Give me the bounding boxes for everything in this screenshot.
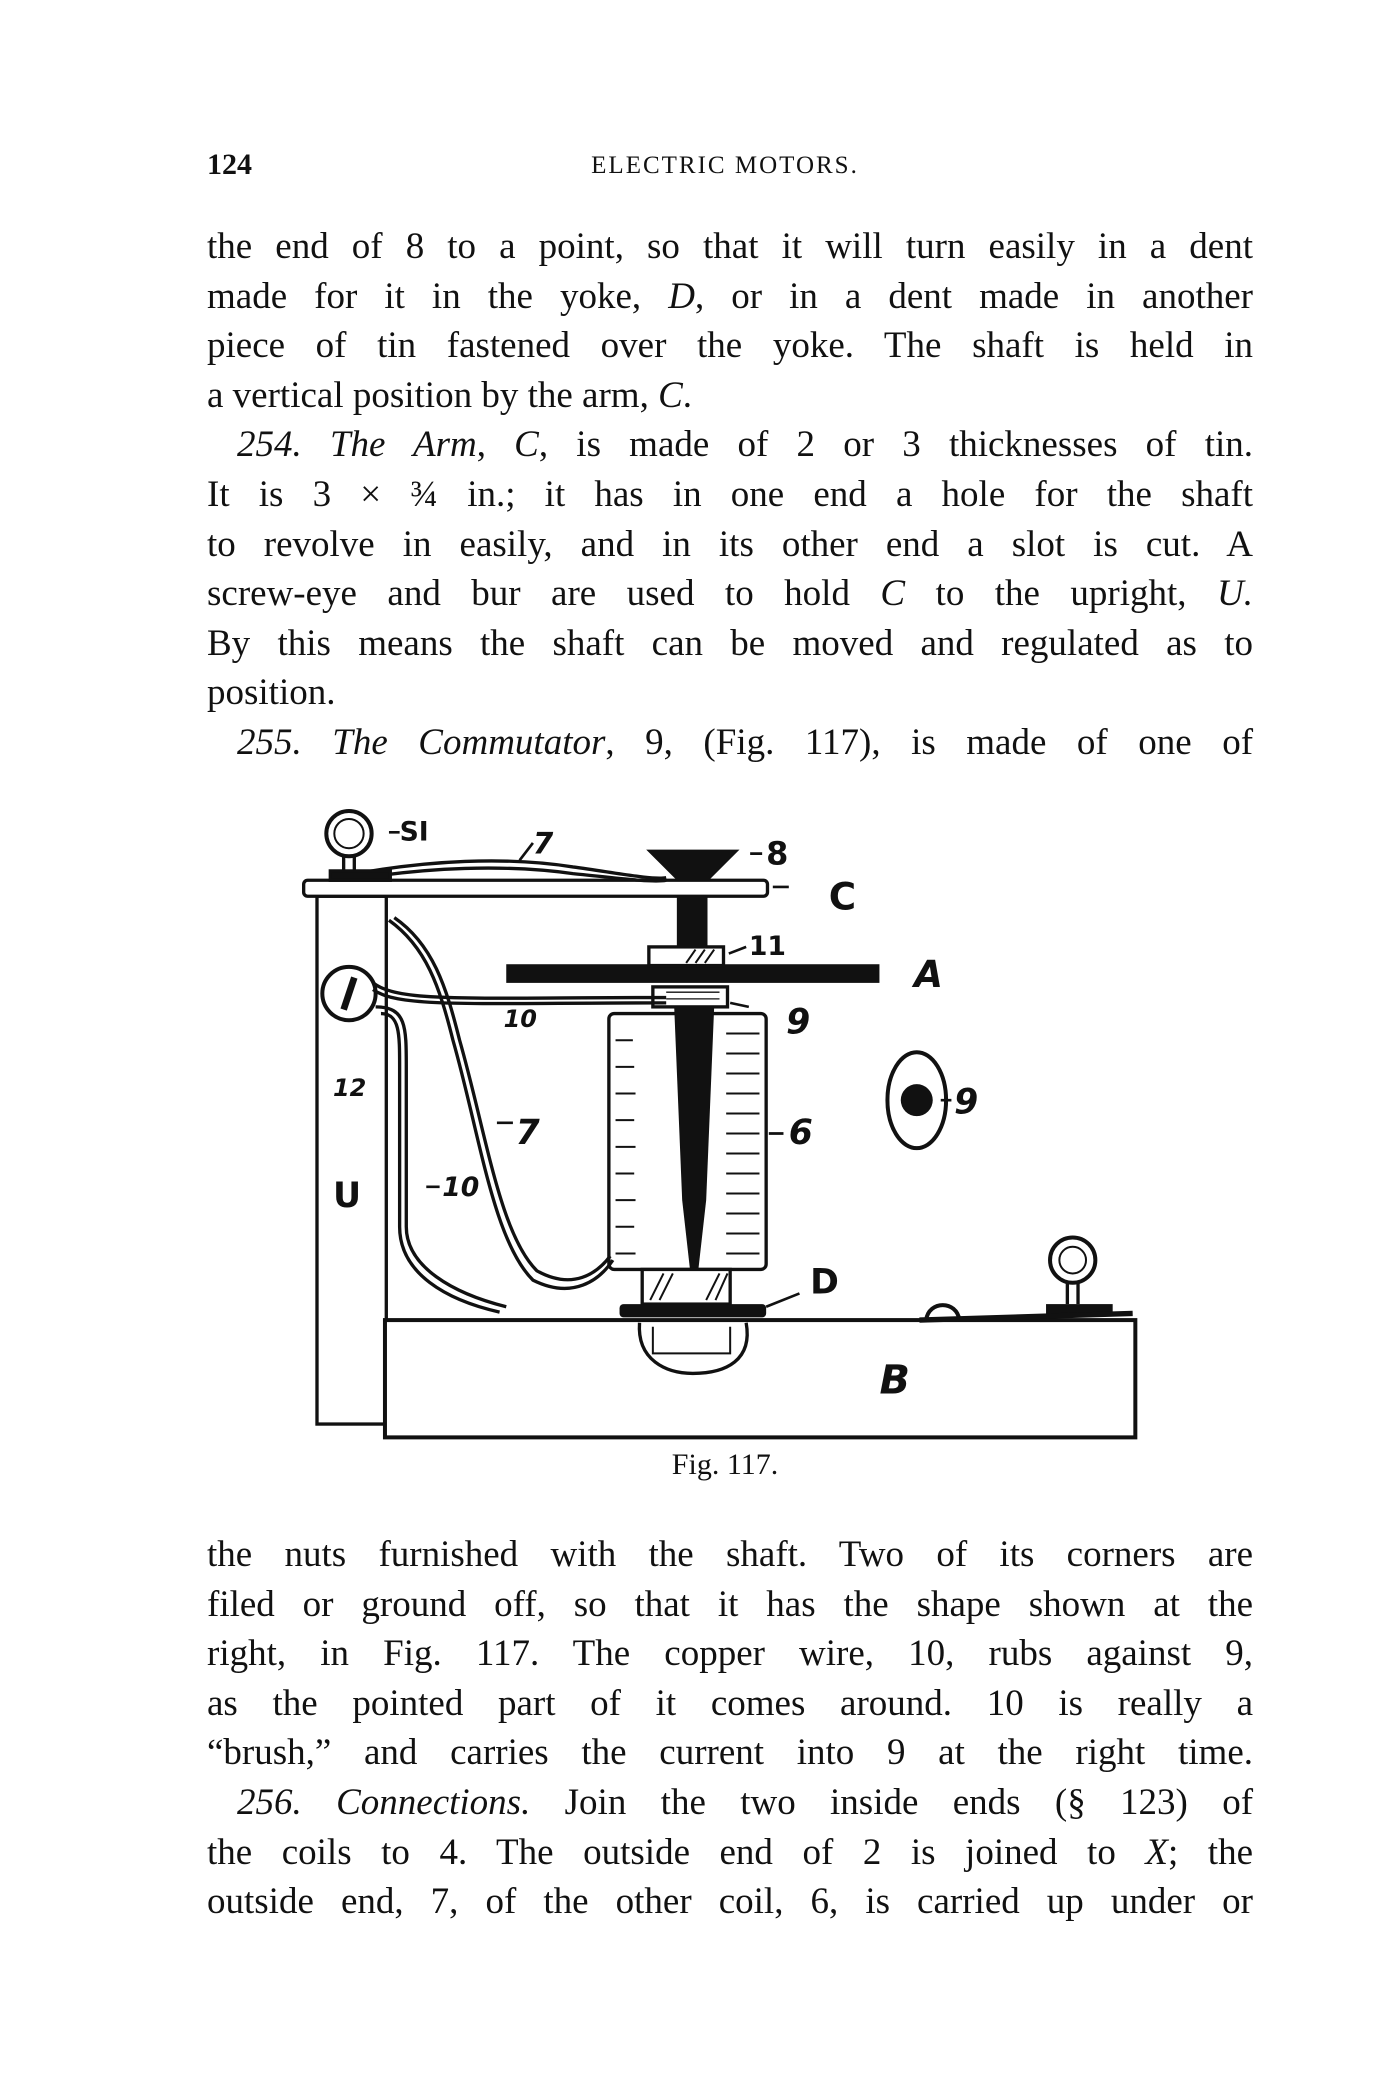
text-segment: to the upright, — [905, 573, 1218, 615]
label-d: D — [810, 1262, 839, 1302]
text-segment: a vertical position by the arm, — [207, 374, 659, 416]
text-line: screw-eye and bur are used to hold C to … — [207, 569, 1253, 619]
label-9-side: 9 — [954, 1083, 978, 1123]
text-segment: “brush,” and carries the current into 9 … — [207, 1732, 1253, 1774]
text-line: a vertical position by the arm, C. — [207, 371, 1253, 421]
label-10: 10 — [442, 1172, 479, 1203]
base — [382, 1318, 1138, 1440]
text-line: 256. Connections. Join the two inside en… — [207, 1778, 1253, 1828]
italic-text: C — [658, 374, 683, 416]
label-a: A — [911, 952, 943, 996]
text-line: By this means the shaft can be moved and… — [207, 619, 1253, 669]
text-line: the coils to 4. The outside end of 2 is … — [207, 1828, 1253, 1878]
text-segment: screw-eye and bur are used to hold — [207, 573, 881, 615]
text-segment: . — [682, 374, 693, 416]
text-segment: , or in a dent made in another — [694, 275, 1254, 317]
italic-text: C — [514, 424, 539, 466]
shaft — [674, 1006, 715, 1307]
label-c: C — [829, 875, 856, 919]
text-segment: the nuts furnished with the shaft. Two o… — [207, 1534, 1253, 1575]
text-line: It is 3 × ¾ in.; it has in one end a hol… — [207, 470, 1253, 520]
text-line: 255. The Commutator, 9, (Fig. 117), is m… — [207, 718, 1253, 768]
text-segment: By this means the shaft can be moved and… — [207, 622, 1253, 664]
italic-text: The Arm — [329, 424, 477, 466]
text-segment — [302, 1782, 336, 1823]
text-segment: , 9, (Fig. 117), is made of one of — [605, 721, 1254, 763]
italic-text: C — [880, 573, 906, 615]
label-u: U — [333, 1176, 361, 1216]
arm — [301, 878, 770, 898]
text-segment: the end of 8 to a point, so that it will… — [207, 226, 1253, 267]
text-segment: piece of tin fastened over the yoke. The… — [207, 325, 1253, 367]
text-segment: made for it in the yoke, — [207, 275, 669, 317]
figure-caption: Fig. 117. — [671, 1448, 779, 1481]
text-line: 254. The Arm, C, is made of 2 or 3 thick… — [207, 420, 1253, 470]
text-segment: , — [476, 424, 515, 466]
text-segment: It is 3 × ¾ in.; it has in one end a hol… — [207, 473, 1253, 515]
italic-text: U. — [1217, 573, 1253, 615]
nut — [647, 945, 726, 968]
italic-text: D — [668, 275, 695, 317]
text-segment: Join the two inside ends (§ 123) of — [530, 1781, 1254, 1823]
washer — [619, 1304, 767, 1318]
cup — [646, 849, 740, 881]
label-9: 9 — [786, 1003, 810, 1043]
page-number: 124 — [207, 148, 252, 181]
italic-text: X — [1145, 1831, 1168, 1873]
text-segment — [302, 424, 330, 465]
figure-117-illustration: SI 7 8 C 11 A 10 9 12 7 6 9 U 10 D B — [301, 808, 1138, 1440]
binding-post — [324, 808, 374, 859]
text-line: outside end, 7, of the other coil, 6, is… — [207, 1877, 1253, 1927]
text-segment: filed or ground off, so that it has the … — [207, 1583, 1253, 1625]
label-12: 12 — [333, 1074, 366, 1102]
label-8: 8 — [766, 834, 788, 872]
label-7-top: 7 — [533, 827, 554, 861]
label-si: SI — [400, 816, 429, 847]
running-title: ELECTRIC MOTORS. — [591, 152, 859, 179]
text-line: “brush,” and carries the current into 9 … — [207, 1728, 1253, 1778]
text-line: the end of 8 to a point, so that it will… — [207, 222, 1253, 272]
text-segment: , is made of 2 or 3 thicknesses of tin. — [538, 424, 1254, 466]
text-block-bottom: the nuts furnished with the shaft. Two o… — [207, 1530, 1253, 1927]
text-segment: the coils to 4. The outside end of 2 is … — [207, 1831, 1146, 1873]
italic-text: 255. — [237, 721, 302, 763]
binding-post — [1048, 1235, 1098, 1285]
text-segment — [302, 722, 333, 763]
label-6: 6 — [789, 1113, 813, 1153]
text-segment: right, in Fig. 117. The copper wire, 10,… — [207, 1633, 1253, 1675]
text-segment: outside end, 7, of the other coil, 6, is… — [207, 1881, 1253, 1923]
text-segment: to revolve in easily, and in its other e… — [207, 523, 1253, 565]
label-11: 11 — [749, 931, 786, 962]
text-line: piece of tin fastened over the yoke. The… — [207, 321, 1253, 371]
text-segment: as the pointed part of it comes around. … — [207, 1682, 1253, 1724]
disc — [506, 964, 880, 983]
text-line: as the pointed part of it comes around. … — [207, 1679, 1253, 1729]
italic-text: 256. — [237, 1781, 302, 1823]
text-line: to revolve in easily, and in its other e… — [207, 520, 1253, 570]
text-line: position. — [207, 668, 1253, 718]
text-line: made for it in the yoke, D, or in a dent… — [207, 272, 1253, 322]
text-line: right, in Fig. 117. The copper wire, 10,… — [207, 1629, 1253, 1679]
label-b: B — [879, 1357, 909, 1403]
text-block-top: the end of 8 to a point, so that it will… — [207, 222, 1253, 768]
text-segment: position. — [207, 672, 336, 714]
italic-text: Connections. — [336, 1781, 531, 1823]
label-7: 7 — [516, 1113, 541, 1153]
text-line: the nuts furnished with the shaft. Two o… — [207, 1530, 1253, 1580]
italic-text: 254. — [237, 424, 302, 466]
italic-text: The Commutator — [332, 721, 606, 763]
label-10-top: 10 — [504, 1005, 537, 1033]
text-segment: ; the — [1167, 1831, 1253, 1873]
text-line: filed or ground off, so that it has the … — [207, 1580, 1253, 1630]
